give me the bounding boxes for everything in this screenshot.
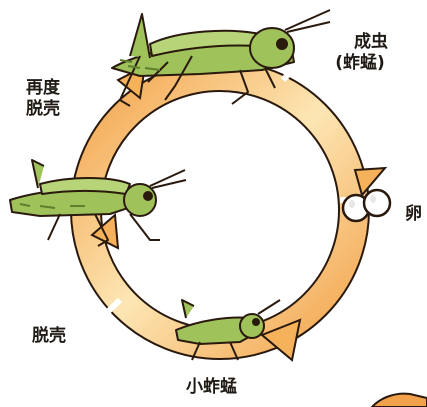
- eggs-illustration: [341, 188, 392, 223]
- label-molt: 脱壳: [32, 326, 66, 346]
- nymph-grasshopper-illustration: [175, 299, 281, 361]
- adult-label-line1: 成虫: [354, 32, 388, 52]
- arrow-head: [260, 318, 302, 362]
- adult-grasshopper-illustration: [111, 9, 331, 107]
- ring-gap: [280, 59, 303, 83]
- molt-again-line2: 脱壳: [26, 99, 60, 119]
- egg: [362, 188, 392, 218]
- label-adult: 成虫 (蚱蜢): [332, 32, 388, 74]
- egg-shine: [370, 195, 376, 203]
- ring-gap: [94, 297, 123, 325]
- label-egg: 卵: [405, 204, 422, 224]
- arrow-head: [353, 166, 388, 198]
- egg-shine: [349, 200, 355, 208]
- label-nymph: 小蚱蜢: [186, 377, 237, 397]
- partial-shape: [370, 392, 427, 407]
- molt-again-line1: 再度: [26, 78, 60, 98]
- label-molt-again: 再度 脱壳: [26, 78, 60, 120]
- adult-label-line2: (蚱蜢): [335, 53, 385, 73]
- molting-grasshopper-illustration: [9, 159, 187, 247]
- ring-fill: [72, 62, 368, 358]
